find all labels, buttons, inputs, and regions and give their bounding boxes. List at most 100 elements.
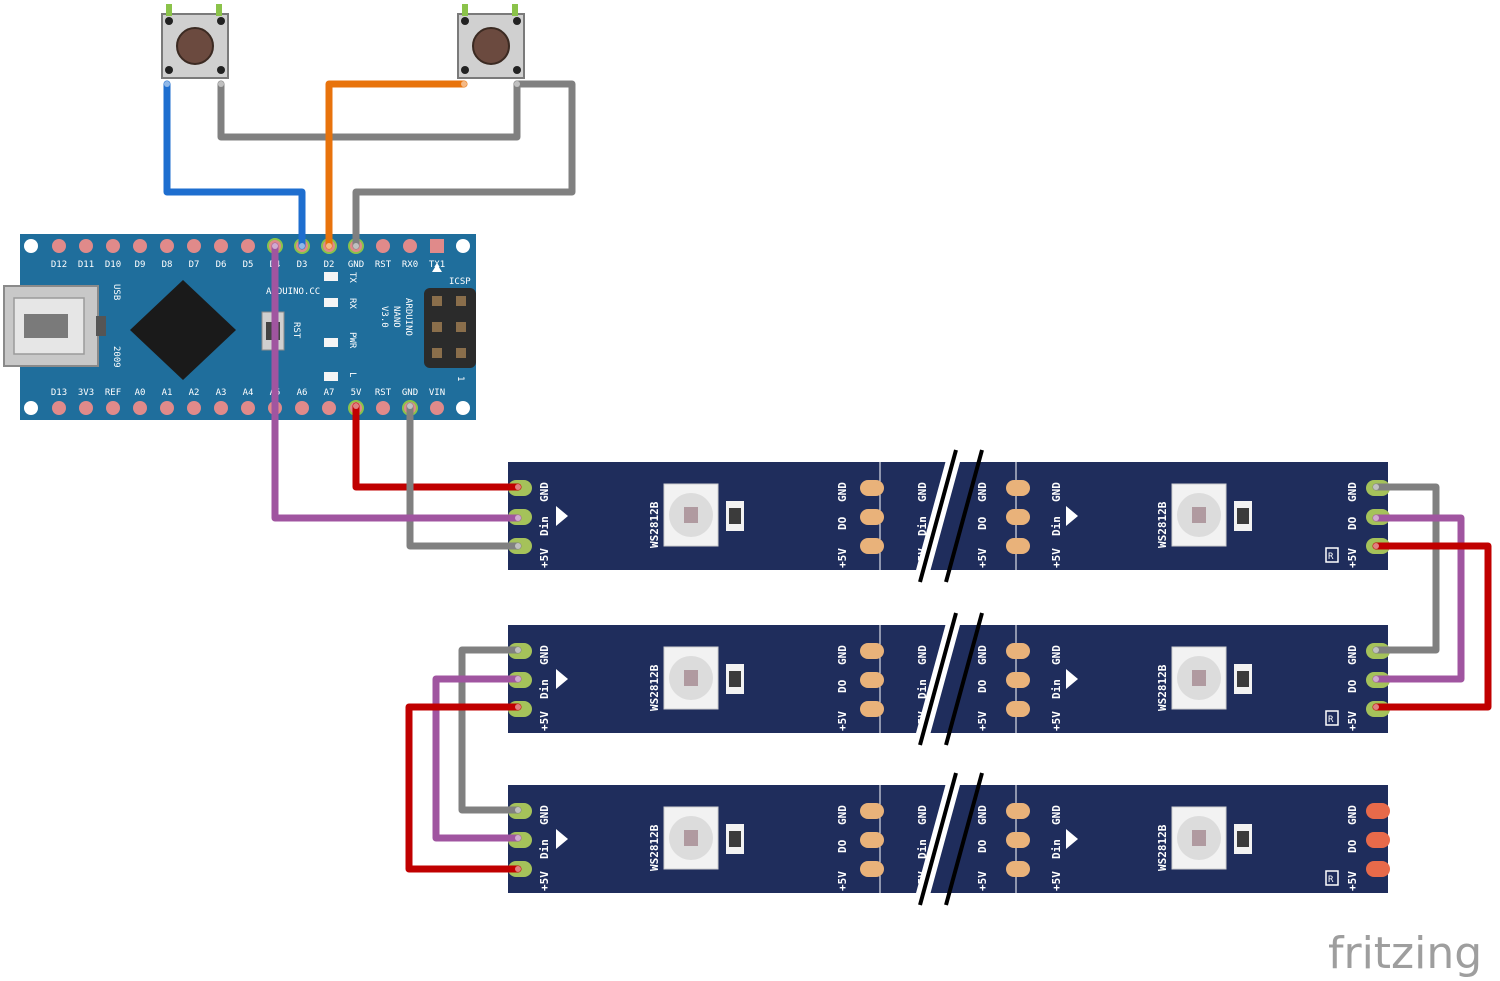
pin-header-rx0 bbox=[403, 239, 417, 253]
pin-header-bottom-3v3 bbox=[79, 401, 93, 415]
pad-label-5v: +5V bbox=[836, 871, 849, 891]
pad-label-gnd: GND bbox=[538, 805, 551, 825]
pad-label-5v: +5V bbox=[538, 548, 551, 568]
pin-header-bottom-a1 bbox=[160, 401, 174, 415]
pin-header-bottom-a0 bbox=[133, 401, 147, 415]
pin-label-bottom-gnd: GND bbox=[402, 388, 418, 398]
pad-label-gnd: GND bbox=[538, 645, 551, 665]
pin-header-d11 bbox=[79, 239, 93, 253]
chip-label-ws2812b: WS2812B bbox=[648, 664, 661, 711]
icsp-label: ICSP bbox=[449, 277, 471, 287]
wire-red-strip2-to-strip3 bbox=[405, 703, 522, 873]
solder-pad bbox=[1006, 538, 1030, 554]
reset-label: RST bbox=[291, 322, 301, 339]
mcu-chip bbox=[130, 280, 236, 380]
pad-label-gnd: GND bbox=[1050, 805, 1063, 825]
pin-header-d8 bbox=[160, 239, 174, 253]
led-die bbox=[1192, 830, 1206, 846]
pin-label-d5: D5 bbox=[243, 260, 254, 270]
pad-label-5v: +5V bbox=[538, 711, 551, 731]
strip-break-mark bbox=[913, 448, 984, 584]
model-label-2: NANO bbox=[391, 306, 401, 328]
solder-pad bbox=[860, 643, 884, 659]
pin-label-d7: D7 bbox=[189, 260, 200, 270]
pad-label-din: Din bbox=[916, 679, 929, 699]
pin-label-gnd: GND bbox=[348, 260, 364, 270]
pin-label-d2: D2 bbox=[324, 260, 335, 270]
pad-label-5v: +5V bbox=[1050, 871, 1063, 891]
pad-label-do: DO bbox=[976, 516, 989, 530]
status-leds bbox=[324, 272, 338, 381]
solder-pad bbox=[1006, 701, 1030, 717]
pin-label-d6: D6 bbox=[216, 260, 227, 270]
pin-label-bottom-a7: A7 bbox=[324, 388, 335, 398]
pin-header-tx1 bbox=[430, 239, 444, 253]
pad-label-do: DO bbox=[836, 839, 849, 853]
pin-header-d12 bbox=[52, 239, 66, 253]
wire-gray-strip1-to-strip2 bbox=[1372, 483, 1440, 654]
pad-label-5v: +5V bbox=[1346, 871, 1359, 891]
pin-header-d5 bbox=[241, 239, 255, 253]
pad-label-do: DO bbox=[836, 516, 849, 530]
fritzing-watermark: fritzing bbox=[1328, 928, 1482, 979]
chip-label-ws2812b: WS2812B bbox=[648, 824, 661, 871]
push-button-1 bbox=[161, 4, 229, 79]
led-die bbox=[684, 670, 698, 686]
led-label-rx: RX bbox=[347, 298, 357, 309]
pad-label-5v: +5V bbox=[976, 548, 989, 568]
pad-label-din: Din bbox=[538, 679, 551, 699]
pin-label-bottom-a0: A0 bbox=[135, 388, 146, 398]
pin-header-d6 bbox=[214, 239, 228, 253]
pin-header-bottom-a4 bbox=[241, 401, 255, 415]
pad-label-din: Din bbox=[538, 839, 551, 859]
led-label-tx: TX bbox=[347, 272, 357, 283]
led-label-pwr: PWR bbox=[347, 332, 357, 349]
pad-label-do: DO bbox=[976, 839, 989, 853]
pin-label-bottom-a4: A4 bbox=[243, 388, 254, 398]
registered-mark bbox=[1325, 870, 1339, 886]
pad-label-gnd: GND bbox=[836, 645, 849, 665]
icsp-header bbox=[424, 264, 476, 368]
pin-label-bottom-a3: A3 bbox=[216, 388, 227, 398]
solder-pad bbox=[860, 861, 884, 877]
pin-label-d8: D8 bbox=[162, 260, 173, 270]
wire-blue-button1-to-d3 bbox=[163, 80, 306, 250]
pad-label-gnd: GND bbox=[916, 805, 929, 825]
pin-label-d3: D3 bbox=[297, 260, 308, 270]
wires bbox=[163, 80, 1492, 873]
pad-label-din: Din bbox=[1050, 839, 1063, 859]
pin-label-bottom-5v: 5V bbox=[351, 388, 362, 398]
chip-label-ws2812b: WS2812B bbox=[1156, 501, 1169, 548]
solder-pad bbox=[860, 803, 884, 819]
pad-label-gnd: GND bbox=[836, 805, 849, 825]
pin-header-d10 bbox=[106, 239, 120, 253]
solder-pad bbox=[860, 480, 884, 496]
pad-label-gnd: GND bbox=[538, 482, 551, 502]
year-label: 2009 bbox=[111, 346, 121, 368]
model-label-3: V3.0 bbox=[379, 306, 389, 328]
pad-label-5v: +5V bbox=[836, 548, 849, 568]
pin-label-bottom-a1: A1 bbox=[162, 388, 173, 398]
usb-label: USB bbox=[111, 284, 121, 300]
pin-label-bottom-ref: REF bbox=[105, 388, 121, 398]
model-label-1: ARDUINO bbox=[403, 298, 413, 336]
registered-label: R bbox=[1328, 875, 1334, 885]
pin-header-d7 bbox=[187, 239, 201, 253]
solder-pad bbox=[860, 538, 884, 554]
registered-label: R bbox=[1328, 552, 1334, 562]
pad-label-5v: +5V bbox=[976, 711, 989, 731]
pin-label-d11: D11 bbox=[78, 260, 94, 270]
wire-purple-strip1-to-strip2 bbox=[1372, 514, 1465, 683]
solder-pad bbox=[1006, 643, 1030, 659]
wire-endpoints bbox=[164, 81, 1379, 872]
pin-label-bottom-3v3: 3V3 bbox=[78, 388, 94, 398]
pad-label-5v: +5V bbox=[976, 871, 989, 891]
pin-header-bottom-a2 bbox=[187, 401, 201, 415]
registered-mark bbox=[1325, 710, 1339, 726]
pad-label-do: DO bbox=[1346, 679, 1359, 693]
solder-pad bbox=[860, 672, 884, 688]
pin-header-bottom-a7 bbox=[322, 401, 336, 415]
pin-header-bottom-ref bbox=[106, 401, 120, 415]
solder-pad bbox=[1006, 832, 1030, 848]
